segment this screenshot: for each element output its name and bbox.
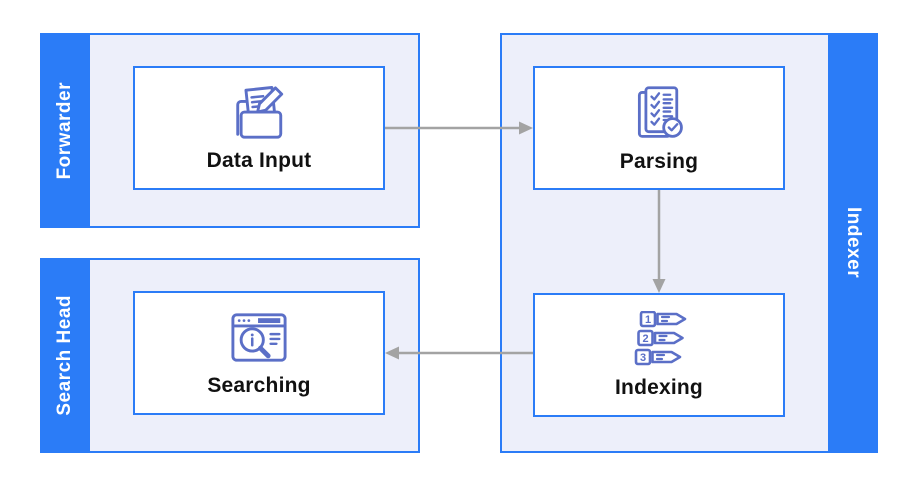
group-forwarder-strip: Forwarder — [40, 33, 90, 228]
folder-document-edit-icon — [228, 84, 290, 142]
node-searching: Searching — [133, 291, 385, 415]
svg-text:2: 2 — [642, 332, 648, 344]
group-search-head-strip: Search Head — [40, 258, 90, 453]
svg-text:3: 3 — [640, 351, 646, 363]
node-indexing: 1 2 3 Indexing — [533, 293, 785, 417]
browser-search-icon — [228, 309, 290, 367]
group-indexer-strip: Indexer — [828, 33, 878, 453]
node-indexing-label: Indexing — [615, 375, 703, 399]
node-data-input-label: Data Input — [206, 148, 312, 172]
checklist-document-icon — [630, 83, 688, 143]
node-searching-label: Searching — [207, 373, 311, 397]
svg-text:1: 1 — [645, 313, 651, 325]
node-parsing: Parsing — [533, 66, 785, 190]
numbered-tags-icon: 1 2 3 — [626, 310, 692, 369]
node-data-input: Data Input — [133, 66, 385, 190]
group-forwarder-label: Forwarder — [54, 81, 75, 180]
node-parsing-label: Parsing — [619, 149, 699, 173]
group-search-head-label: Search Head — [54, 295, 75, 416]
group-indexer-label: Indexer — [843, 207, 864, 279]
